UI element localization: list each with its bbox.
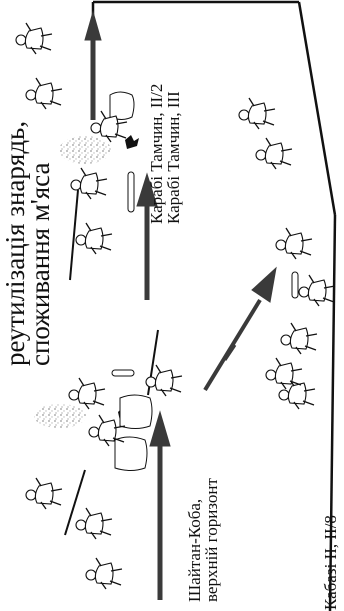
meat-pile-icon <box>109 91 153 471</box>
arrow-diagonal <box>203 266 277 392</box>
arrow-left-middle <box>136 172 158 300</box>
bone-icon <box>111 171 299 377</box>
main-caption: реутилізація знарядь, споживання м'яса <box>0 120 55 366</box>
arrow-left-top <box>84 10 102 120</box>
shaitan-site-label: Шайтан-Коба, верхній горизонт <box>185 478 221 602</box>
smoke-icon <box>34 136 111 428</box>
arrow-left-bottom <box>149 410 171 600</box>
kabazi-site-label: Кабазі II, II/8 <box>321 515 340 610</box>
karabi-site-label: Карабі Тамчин, II/2 Карабі Тамчин, III <box>147 83 183 224</box>
